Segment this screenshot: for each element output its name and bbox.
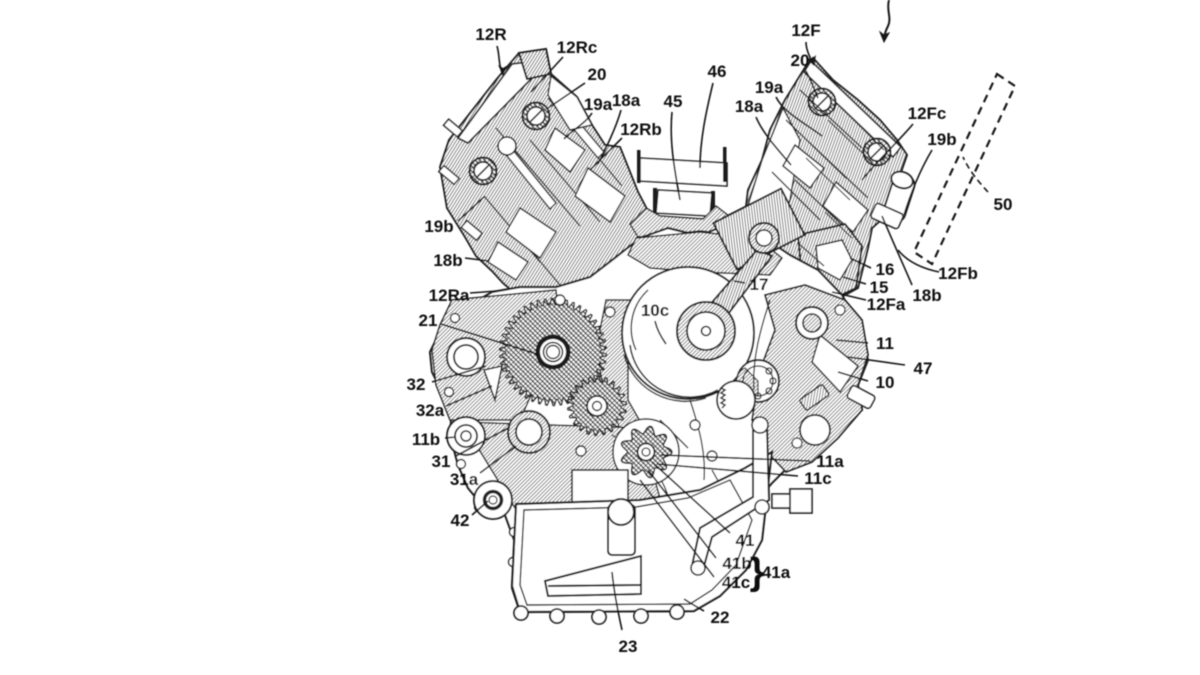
svg-text:19b: 19b [424,217,453,236]
svg-text:11c: 11c [804,469,831,488]
svg-text:41: 41 [736,531,755,550]
svg-text:12F: 12F [791,21,820,40]
svg-text:15: 15 [870,278,889,297]
svg-text:23: 23 [619,637,638,656]
svg-text:47: 47 [914,359,933,378]
svg-text:22: 22 [711,608,730,627]
svg-text:12R: 12R [475,25,506,44]
svg-text:31: 31 [432,452,451,471]
svg-text:45: 45 [664,92,683,111]
svg-text:16: 16 [876,260,895,279]
svg-text:10c: 10c [641,301,669,320]
svg-text:50: 50 [994,195,1013,214]
svg-text:17: 17 [750,275,769,294]
svg-text:19a: 19a [755,78,784,97]
svg-text:11: 11 [876,334,894,353]
svg-text:12Ra: 12Ra [429,286,470,305]
svg-text:11b: 11b [412,430,440,449]
svg-text:32a: 32a [416,401,445,420]
svg-text:41b: 41b [722,554,751,573]
svg-text:12Fa: 12Fa [867,295,906,314]
svg-text:12Rb: 12Rb [620,120,662,139]
svg-text:}: } [750,551,765,593]
svg-text:12Fc: 12Fc [908,104,947,123]
svg-text:42: 42 [451,511,470,530]
svg-text:41a: 41a [762,563,791,582]
svg-text:18b: 18b [433,251,462,270]
svg-text:11a: 11a [816,452,844,471]
svg-text:18b: 18b [912,286,941,305]
svg-text:12Fb: 12Fb [938,264,978,283]
svg-text:21: 21 [419,311,438,330]
svg-text:18a: 18a [612,91,641,110]
svg-text:41c: 41c [722,573,750,592]
svg-text:12Rc: 12Rc [557,38,598,57]
svg-text:20: 20 [791,51,810,70]
svg-text:19a: 19a [584,95,613,114]
svg-text:31a: 31a [450,470,479,489]
svg-text:32: 32 [407,375,426,394]
svg-text:19b: 19b [927,130,956,149]
svg-text:18a: 18a [735,97,764,116]
svg-text:20: 20 [588,65,607,84]
svg-text:46: 46 [708,62,727,81]
svg-text:10: 10 [876,373,895,392]
